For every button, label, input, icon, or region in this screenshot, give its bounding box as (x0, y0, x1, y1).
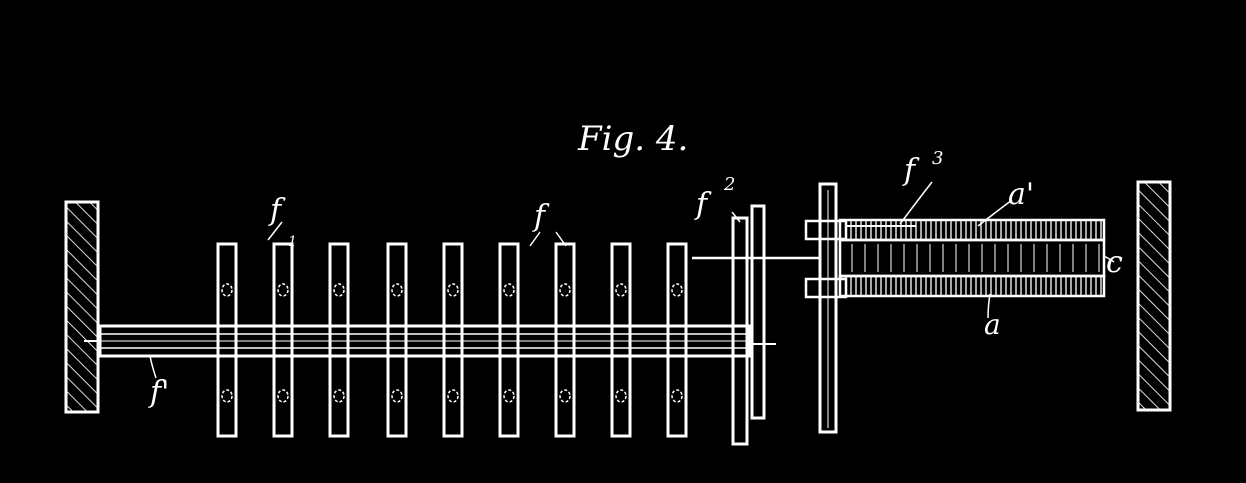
left-wall (64, 200, 100, 414)
vertical-bar (328, 242, 350, 438)
pin-hole (559, 389, 571, 403)
label-c: c (1106, 245, 1123, 280)
vertical-bar (666, 242, 688, 438)
pin-hole (615, 283, 627, 297)
vertical-bar (498, 242, 520, 438)
pin-hole (277, 283, 289, 297)
pin-hole (333, 389, 345, 403)
pin-hole (503, 283, 515, 297)
pin-hole (447, 389, 459, 403)
leader-lines (149, 181, 1115, 379)
label-f2: f (694, 187, 712, 222)
gear-a1 (838, 218, 1106, 242)
vertical-bar (386, 242, 408, 438)
label-f2-sup: 2 (723, 174, 735, 195)
label-a: a (984, 308, 1001, 341)
vertical-bar (216, 242, 238, 438)
pin-hole (391, 389, 403, 403)
label-a1: a' (1008, 177, 1034, 212)
label-f1: f' (148, 375, 169, 410)
pin-hole (615, 389, 627, 403)
label-f-sub: 1 (288, 234, 297, 250)
pin-hole (221, 283, 233, 297)
vertical-bar (272, 242, 294, 438)
pin-hole (503, 389, 515, 403)
pin-hole (391, 283, 403, 297)
pin-hole (559, 283, 571, 297)
right-wall (1136, 180, 1172, 412)
vertical-bar (442, 242, 464, 438)
barrel-c (838, 238, 1106, 278)
pin-hole (221, 389, 233, 403)
gear-a (838, 274, 1106, 298)
label-f3-sup: 3 (932, 148, 943, 169)
pin-hole (671, 283, 683, 297)
figure-title: Fig. 4. (577, 119, 688, 159)
plate-f2 (731, 204, 766, 446)
label-f-left: f (268, 193, 286, 228)
pin-hole (447, 283, 459, 297)
label-f3: f (902, 153, 920, 188)
main-shaft (84, 324, 776, 358)
pin-hole (671, 389, 683, 403)
label-f-mid: f (532, 199, 550, 234)
pin-hole (277, 389, 289, 403)
vertical-bar (610, 242, 632, 438)
vertical-bar (554, 242, 576, 438)
bar-group (216, 242, 688, 438)
pin-hole (333, 283, 345, 297)
plate-f3 (818, 182, 838, 434)
